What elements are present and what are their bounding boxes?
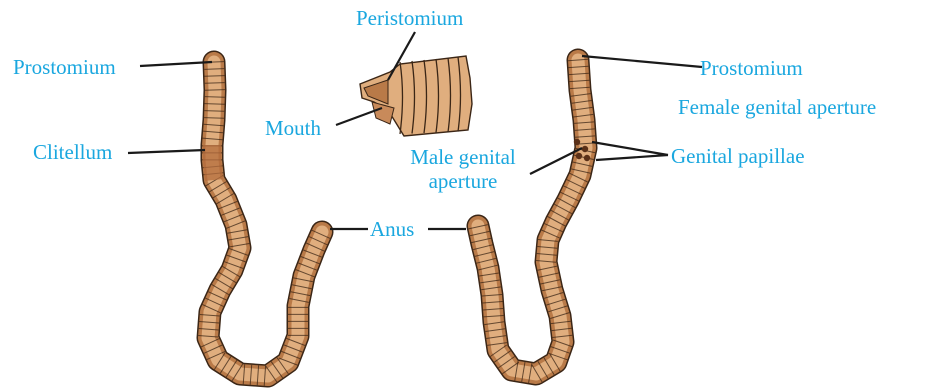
- label-prostomium-right: Prostomium: [700, 58, 803, 79]
- label-male-genital-aperture-line1: Male genital: [410, 145, 516, 169]
- genital-papilla-dot: [582, 146, 588, 152]
- label-genital-papillae: Genital papillae: [671, 146, 805, 167]
- leader-genital-papillae-b: [596, 155, 668, 160]
- left-worm: [198, 62, 330, 386]
- label-mouth: Mouth: [265, 118, 321, 139]
- label-male-genital-aperture: Male genital aperture: [388, 145, 538, 193]
- label-clitellum: Clitellum: [33, 142, 112, 163]
- label-female-genital-aperture: Female genital aperture: [678, 97, 876, 118]
- leader-prostomium-left: [140, 62, 212, 66]
- leader-prostomium-right: [582, 56, 702, 67]
- genital-papilla-dot: [584, 155, 590, 161]
- leader-clitellum: [128, 150, 205, 153]
- left-worm-segment-ring: [204, 111, 224, 112]
- left-worm-segment-ring: [205, 76, 225, 77]
- left-worm-segment-ring: [205, 83, 225, 84]
- right-worm: [468, 59, 595, 383]
- label-peristomium: Peristomium: [356, 8, 463, 29]
- leader-genital-papillae-a: [592, 142, 668, 155]
- label-prostomium-left: Prostomium: [13, 57, 116, 78]
- label-male-genital-aperture-line2: aperture: [429, 169, 498, 193]
- left-worm-segment-ring: [205, 104, 225, 105]
- genital-papilla-dot: [576, 153, 582, 159]
- label-anus: Anus: [370, 219, 414, 240]
- leader-mouth: [336, 108, 382, 125]
- left-worm-segment-ring: [205, 90, 225, 91]
- genital-papilla-dot: [574, 139, 580, 145]
- left-worm-segment-ring: [205, 97, 225, 98]
- anterior-end-enlarged: [360, 56, 472, 136]
- left-worm-segment-ring: [204, 118, 224, 119]
- left-worm-clitellum-band: [212, 145, 214, 180]
